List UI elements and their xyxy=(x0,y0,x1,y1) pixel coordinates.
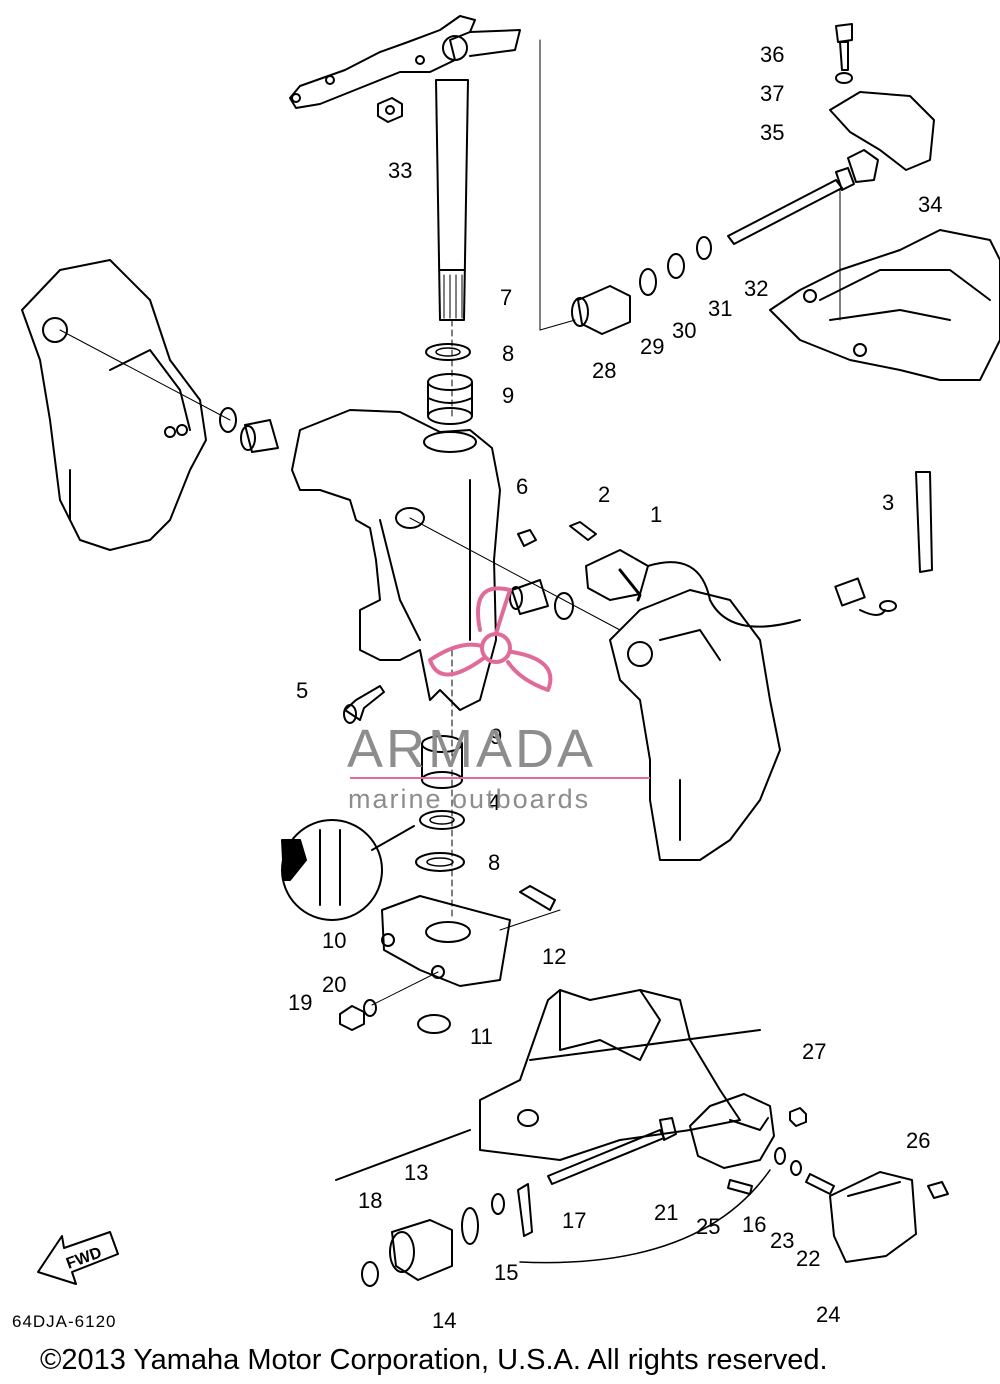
callout-28: 28 xyxy=(592,358,617,383)
seal-4 xyxy=(419,810,465,830)
swivel-bracket xyxy=(291,409,501,711)
callout-6: 6 xyxy=(516,474,529,499)
callout-8-upper: 8 xyxy=(502,341,515,366)
callout-36: 36 xyxy=(760,42,785,67)
callout-20: 20 xyxy=(322,972,347,997)
bolt-17 xyxy=(547,1117,677,1185)
washer-37 xyxy=(835,72,853,84)
washer-14 xyxy=(461,1207,479,1245)
callout-32: 32 xyxy=(744,276,769,301)
callout-13: 13 xyxy=(404,1160,429,1185)
washer-20 xyxy=(363,999,377,1017)
callout-23: 23 xyxy=(770,1228,795,1253)
callout-33: 33 xyxy=(388,158,413,183)
rubber-mount-28 xyxy=(571,285,631,335)
diagram-code: 64DJA-6120 xyxy=(12,1312,117,1331)
callout-25: 25 xyxy=(696,1214,721,1239)
callout-9-lower: 9 xyxy=(490,724,503,749)
bolt-22 xyxy=(805,1173,835,1195)
nut-33 xyxy=(377,97,403,123)
rubber-mount-13 xyxy=(389,1219,453,1281)
nut-19 xyxy=(339,1005,365,1031)
switch-assembly xyxy=(585,549,897,628)
callout-5: 5 xyxy=(296,678,309,703)
callout-16: 16 xyxy=(742,1212,767,1237)
through-bolt-32 xyxy=(727,167,855,245)
callout-29: 29 xyxy=(640,334,665,359)
steering-shaft xyxy=(435,79,469,421)
callout-22: 22 xyxy=(796,1246,821,1271)
bolt-25 xyxy=(727,1179,753,1195)
washer-29 xyxy=(639,268,657,296)
upper-casing xyxy=(769,229,1000,381)
callout-26: 26 xyxy=(906,1128,931,1153)
callout-15: 15 xyxy=(494,1260,519,1285)
callout-17: 17 xyxy=(562,1208,587,1233)
cable-tie-3 xyxy=(915,471,933,573)
washer-small xyxy=(491,1193,505,1215)
callout-21: 21 xyxy=(654,1200,679,1225)
callout-1: 1 xyxy=(650,502,663,527)
callout-11: 11 xyxy=(470,1024,493,1049)
washer-30 xyxy=(667,253,685,279)
washer-18 xyxy=(361,1261,379,1287)
washer-8-upper xyxy=(425,343,471,361)
callout-4: 4 xyxy=(488,790,501,815)
bolt-5 xyxy=(343,685,385,724)
copyright-notice: ©2013 Yamaha Motor Corporation, U.S.A. A… xyxy=(40,1344,828,1376)
washer-31 xyxy=(696,236,712,260)
callout-31: 31 xyxy=(708,296,733,321)
watermark-subtitle: marine outboards xyxy=(348,784,591,814)
bolt-36 xyxy=(835,23,853,71)
tilt-pin xyxy=(509,579,574,620)
mount-bracket-21 xyxy=(689,1093,775,1169)
pin-12 xyxy=(519,885,556,911)
detail-inset xyxy=(281,819,415,921)
watermark-rule xyxy=(350,777,650,779)
callout-24: 24 xyxy=(816,1302,841,1327)
watermark-title: ARMADA xyxy=(347,719,597,779)
steering-yoke xyxy=(381,895,511,987)
circlip-11 xyxy=(417,1014,451,1034)
left-clamp-bracket xyxy=(21,259,207,551)
callout-8-lower: 8 xyxy=(488,850,501,875)
bushing-34 xyxy=(847,149,879,183)
washer-left xyxy=(219,407,237,433)
bushing-9-lower xyxy=(421,735,463,789)
callout-2: 2 xyxy=(598,482,611,507)
callout-3: 3 xyxy=(882,490,895,515)
bushing-9-upper xyxy=(427,373,473,425)
watermark-propeller-icon xyxy=(428,586,553,692)
cap-35 xyxy=(829,91,935,171)
axis-lines xyxy=(59,39,841,921)
bushing-left xyxy=(240,419,279,453)
fwd-arrow-icon xyxy=(37,1231,119,1285)
callout-34: 34 xyxy=(918,192,943,217)
washer-23 xyxy=(790,1160,802,1176)
washer-16 xyxy=(774,1147,786,1165)
steering-arm xyxy=(289,15,521,109)
callout-35: 35 xyxy=(760,120,785,145)
right-clamp-bracket xyxy=(609,589,781,861)
callout-7: 7 xyxy=(500,285,513,310)
grease-nipple-6 xyxy=(517,529,537,547)
callout-18: 18 xyxy=(358,1188,383,1213)
callout-12: 12 xyxy=(542,944,567,969)
ground-bracket-15 xyxy=(517,1183,533,1237)
washer-8-lower xyxy=(415,852,465,872)
callout-37: 37 xyxy=(760,81,785,106)
screw-26 xyxy=(927,1181,949,1199)
callout-9-upper: 9 xyxy=(502,383,515,408)
callout-14: 14 xyxy=(432,1308,457,1333)
callout-10: 10 xyxy=(322,928,347,953)
nut-27 xyxy=(789,1107,807,1127)
callout-19: 19 xyxy=(288,990,313,1015)
cover-24 xyxy=(829,1171,917,1263)
callout-30: 30 xyxy=(672,318,697,343)
screw-2 xyxy=(569,521,597,541)
callout-27: 27 xyxy=(802,1039,827,1064)
